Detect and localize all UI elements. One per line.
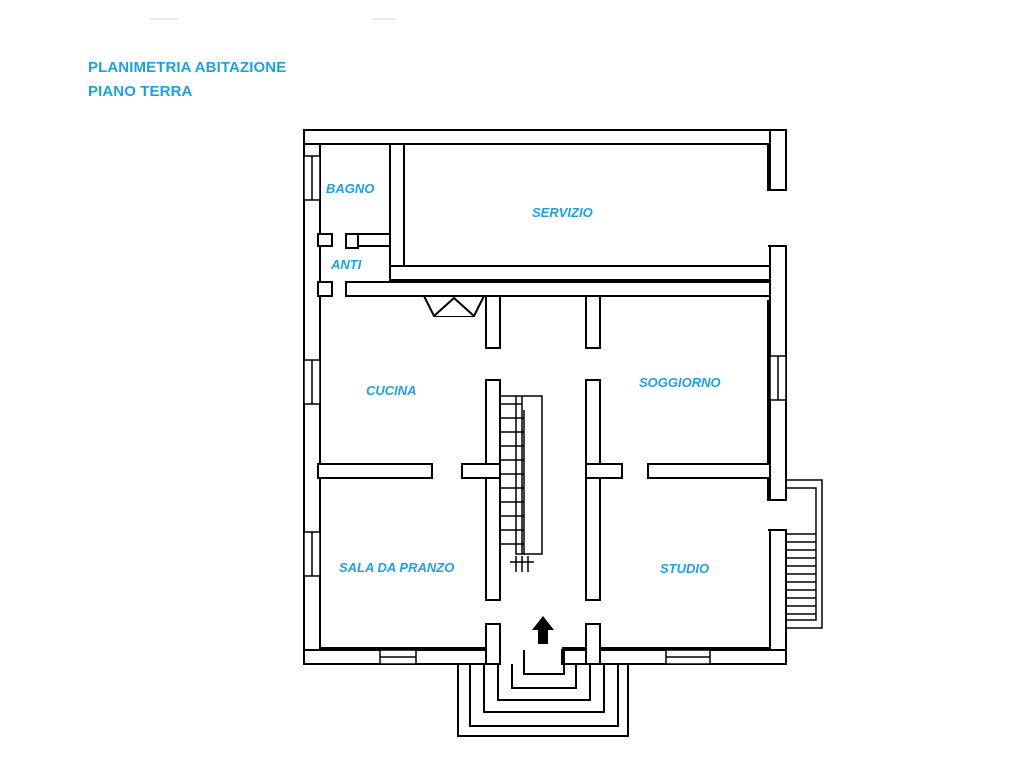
scan-artifact-mark [150,18,178,20]
scan-artifact-mark [372,18,396,20]
room-labels: BAGNO SERVIZIO ANTI CUCINA SOGGIORNO SAL… [326,181,721,576]
room-label-servizio: SERVIZIO [532,205,593,220]
windows-right [769,355,787,401]
windows-bottom [379,649,711,665]
plan-title-line-2: PIANO TERRA [88,83,193,100]
windows-left [303,155,321,577]
room-label-soggiorno: SOGGIORNO [639,375,721,390]
entry-steps [457,650,629,737]
arrow-up-icon [532,616,554,644]
servizio-walls [389,143,771,281]
room-label-sala-da-pranzo: SALA DA PRANZO [339,560,454,575]
room-label-bagno: BAGNO [326,181,374,196]
corridor-walls [485,295,601,665]
plan-title: PLANIMETRIA ABITAZIONE PIANO TERRA [88,56,286,104]
cross-walls [317,463,771,479]
main-horizontal-wall [345,281,771,297]
side-steps [786,479,823,629]
staircase [500,395,543,572]
plan-title-line-1: PLANIMETRIA ABITAZIONE [88,59,287,76]
room-label-anti: ANTI [330,257,362,272]
room-label-studio: STUDIO [660,561,709,576]
fireplace-icon [422,295,486,317]
room-label-cucina: CUCINA [366,383,417,398]
